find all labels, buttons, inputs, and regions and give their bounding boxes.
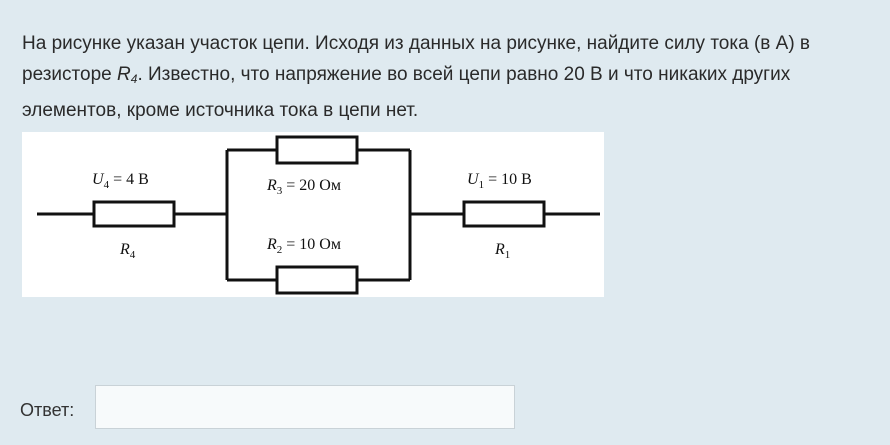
label-u1: U1 = 10 В	[467, 171, 532, 191]
task-resistor-symbol: R	[117, 64, 131, 85]
label-r4: R4	[119, 241, 136, 261]
answer-row: Ответ:	[20, 385, 520, 431]
label-r3: R3 = 20 Ом	[266, 177, 341, 197]
resistor-r1	[462, 200, 546, 228]
label-r1: R1	[494, 241, 510, 261]
task-text-part2: . Известно, что напряжение во всей цепи …	[22, 64, 791, 121]
answer-label: Ответ:	[20, 400, 75, 420]
circuit-diagram: U4 = 4 В R4 R3 = 20 Ом R2 = 10 Ом U1 = 1…	[22, 132, 604, 297]
circuit-svg: U4 = 4 В R4 R3 = 20 Ом R2 = 10 Ом U1 = 1…	[37, 135, 600, 295]
resistor-r3	[275, 135, 359, 165]
label-u4: U4 = 4 В	[92, 171, 149, 191]
resistor-r4	[92, 200, 176, 228]
resistor-r2	[275, 265, 359, 295]
task-resistor-subscript: 4	[130, 72, 138, 86]
task-text-part1: На рисунке указан участок цепи. Исходя и…	[22, 33, 811, 85]
task-text: На рисунке указан участок цепи. Исходя и…	[22, 28, 867, 126]
answer-input[interactable]	[95, 385, 515, 429]
label-r2: R2 = 10 Ом	[266, 236, 341, 256]
